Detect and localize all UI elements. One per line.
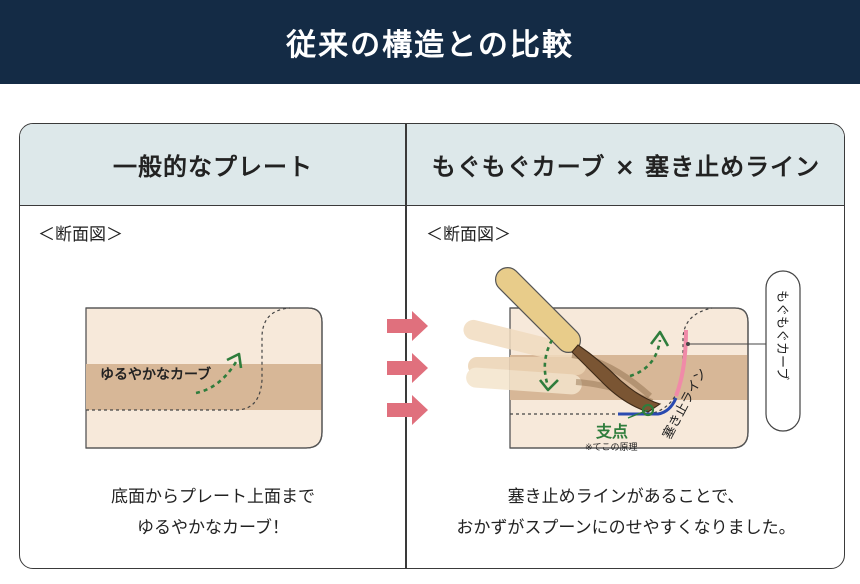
caption-conventional-line2: ゆるやかなカーブ！ <box>137 518 289 538</box>
caption-conventional: 底面からプレート上面まで ゆるやかなカーブ！ <box>20 482 406 544</box>
caption-new-structure-line2: おかずがスプーンにのせやすくなりました。 <box>456 518 796 538</box>
header-conventional-label: 一般的なプレート <box>113 153 313 181</box>
page-title: 従来の構造との比較 <box>286 28 574 63</box>
cross-section-label-left: ＜断面図＞ <box>38 225 123 245</box>
arrow-right-icon <box>387 311 428 341</box>
down-curve-arrow-icon <box>543 339 554 387</box>
caption-new-structure: 塞き止めラインがあることで、 おかずがスプーンにのせやすくなりました。 <box>406 482 844 544</box>
spoon-icon <box>494 266 662 413</box>
header-conventional: 一般的なプレート <box>20 124 406 206</box>
comparison-table: 一般的なプレート もぐもぐカーブ × 塞き止めライン ＜断面図＞ ＜断面図＞ 底… <box>19 123 845 569</box>
caption-new-structure-line1: 塞き止めラインがあることで、 <box>507 487 745 507</box>
conventional-plate-band <box>86 364 322 410</box>
column-divider <box>405 124 407 568</box>
curve-highlight <box>674 329 688 397</box>
header-new-structure-label: もぐもぐカーブ × 塞き止めライン <box>431 153 821 181</box>
conventional-plate-outline <box>86 307 323 449</box>
fulcrum-marker <box>641 403 655 417</box>
title-banner: 従来の構造との比較 <box>0 0 860 84</box>
arrow-right-icon <box>387 395 428 425</box>
conventional-curve-label: ゆるやかなカーブ <box>100 366 211 383</box>
caption-conventional-line1: 底面からプレート上面まで <box>111 487 315 507</box>
callout-box <box>765 270 801 432</box>
conventional-curve-dashed <box>86 307 291 411</box>
fulcrum-note: ※てこの原理 <box>585 442 638 453</box>
callout-label: もぐもぐカーブ <box>774 290 790 380</box>
arrow-right-icon <box>387 353 428 383</box>
up-curve-arrow-icon <box>629 339 662 378</box>
header-new-structure: もぐもぐカーブ × 塞き止めライン <box>406 124 844 206</box>
fulcrum-label: 支点 <box>595 422 628 441</box>
conventional-curve-arrow-icon <box>195 361 238 395</box>
cross-section-label-right: ＜断面図＞ <box>426 225 511 245</box>
stop-line <box>618 397 678 416</box>
